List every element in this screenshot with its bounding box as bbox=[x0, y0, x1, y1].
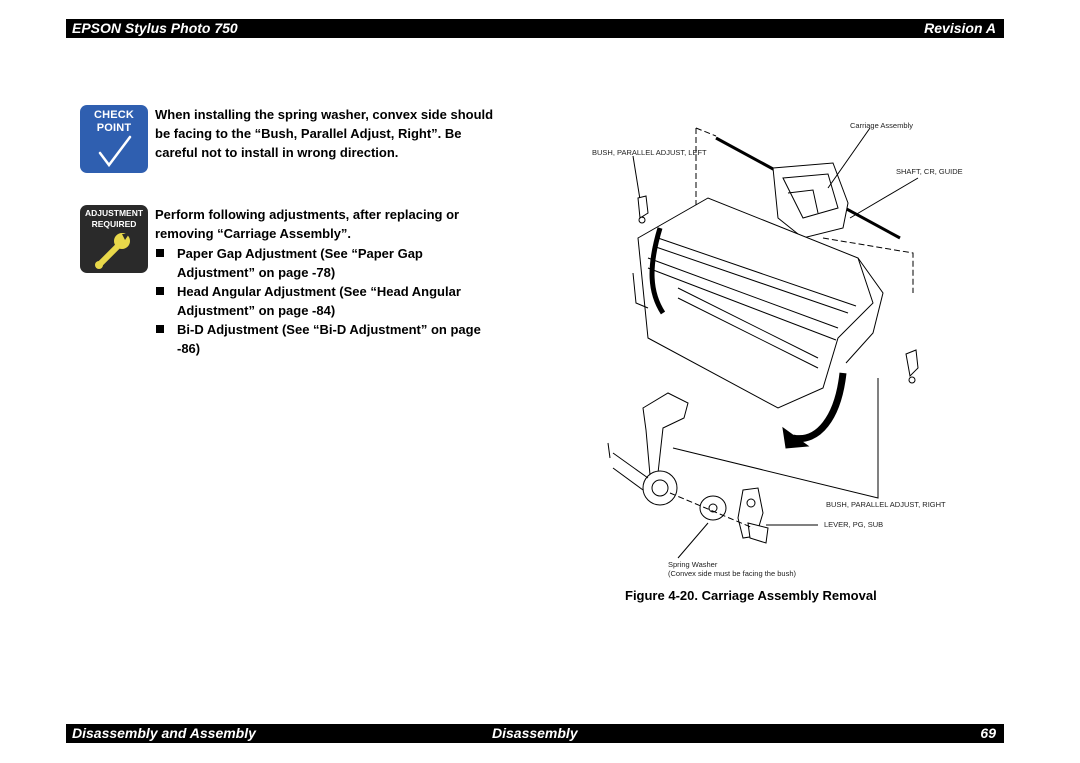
header-bar: EPSON Stylus Photo 750 Revision A bbox=[66, 19, 1004, 38]
label-carriage-assembly: Carriage Assembly bbox=[850, 121, 913, 130]
header-title: EPSON Stylus Photo 750 bbox=[72, 20, 238, 36]
carriage-assembly-drawing bbox=[607, 127, 919, 559]
list-item: Head Angular Adjustment (See “Head Angul… bbox=[155, 282, 495, 320]
check-point-badge-line2: POINT bbox=[96, 122, 132, 134]
adjustment-required-badge: ADJUSTMENT REQUIRED bbox=[80, 205, 148, 273]
label-spring-washer: Spring Washer bbox=[668, 560, 718, 569]
bullet-icon bbox=[156, 325, 164, 333]
footer-chapter: Disassembly and Assembly bbox=[72, 725, 256, 741]
bullet-icon bbox=[156, 287, 164, 295]
list-item-text: Head Angular Adjustment (See “Head Angul… bbox=[177, 284, 461, 318]
label-bush-left: BUSH, PARALLEL ADJUST, LEFT bbox=[592, 148, 707, 157]
label-bush-right: BUSH, PARALLEL ADJUST, RIGHT bbox=[826, 500, 946, 509]
adjustment-badge-line2: REQUIRED bbox=[91, 219, 137, 229]
checkmark-icon bbox=[98, 135, 132, 168]
list-item: Bi-D Adjustment (See “Bi-D Adjustment” o… bbox=[155, 320, 495, 358]
bullet-icon bbox=[156, 249, 164, 257]
check-point-badge: CHECK POINT bbox=[80, 105, 148, 173]
wrench-icon bbox=[95, 233, 130, 269]
list-item-text: Paper Gap Adjustment (See “Paper Gap Adj… bbox=[177, 246, 423, 280]
header-revision: Revision A bbox=[924, 20, 996, 36]
label-shaft-guide: SHAFT, CR, GUIDE bbox=[896, 167, 963, 176]
check-point-badge-line1: CHECK bbox=[93, 109, 135, 121]
check-point-text: When installing the spring washer, conve… bbox=[155, 107, 494, 160]
page-number: 69 bbox=[980, 725, 996, 741]
label-spring-washer-note: (Convex side must be facing the bush) bbox=[668, 569, 796, 578]
list-item: Paper Gap Adjustment (See “Paper Gap Adj… bbox=[155, 244, 495, 282]
figure-caption: Figure 4-20. Carriage Assembly Removal bbox=[625, 588, 877, 603]
adjustment-list: Paper Gap Adjustment (See “Paper Gap Adj… bbox=[155, 244, 495, 358]
adjustment-text: Perform following adjustments, after rep… bbox=[155, 207, 460, 241]
list-item-text: Bi-D Adjustment (See “Bi-D Adjustment” o… bbox=[177, 322, 481, 356]
footer-section: Disassembly bbox=[492, 725, 578, 741]
carriage-assembly-figure: Carriage Assembly BUSH, PARALLEL ADJUST,… bbox=[588, 118, 978, 583]
footer-bar: Disassembly and Assembly Disassembly 69 bbox=[66, 724, 1004, 743]
adjustment-badge-line1: ADJUSTMENT bbox=[84, 208, 144, 218]
label-lever: LEVER, PG, SUB bbox=[824, 520, 884, 529]
